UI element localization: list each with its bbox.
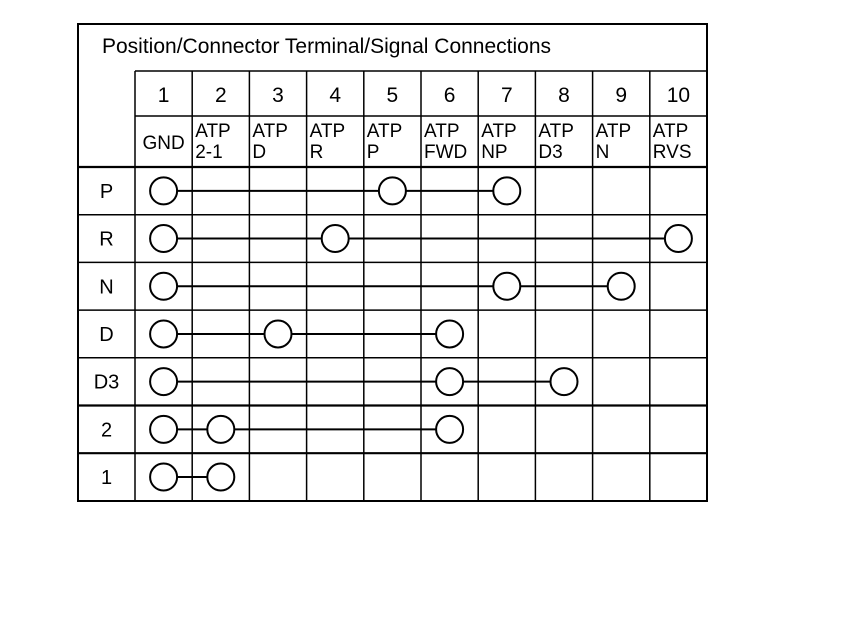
terminal-number: 2 <box>215 84 227 107</box>
position-label: R <box>99 229 113 251</box>
connection-dot <box>149 319 179 349</box>
terminal-number: 5 <box>387 84 399 107</box>
connection-dot <box>606 271 636 301</box>
connection-dot <box>435 414 465 444</box>
signal-name-row: GNDATP2-1ATPDATPRATPPATPFWDATPNPATPD3ATP… <box>142 121 691 163</box>
position-label: 1 <box>101 467 112 489</box>
connection-row <box>149 462 236 492</box>
signal-name: D <box>252 142 266 163</box>
connection-dot <box>149 367 179 397</box>
connection-dot <box>549 367 579 397</box>
connection-dot <box>663 224 693 254</box>
connection-row <box>149 414 465 444</box>
connection-dot <box>149 414 179 444</box>
position-label-column: P R N D D3 2 1 <box>94 181 120 489</box>
signal-name: ATP <box>538 121 574 142</box>
connection-dot <box>149 462 179 492</box>
terminal-number: 8 <box>558 84 570 107</box>
connection-row <box>149 319 465 349</box>
connection-dot <box>492 176 522 206</box>
signal-name: ATP <box>653 121 689 142</box>
signal-name: GND <box>142 133 184 154</box>
terminal-number: 6 <box>444 84 456 107</box>
terminal-number: 4 <box>329 84 341 107</box>
terminal-number-row: 1 2 3 4 5 6 7 8 9 10 <box>158 84 690 107</box>
connection-row <box>149 224 693 254</box>
terminal-number: 1 <box>158 84 170 107</box>
signal-name: RVS <box>653 142 692 163</box>
signal-name: ATP <box>252 121 288 142</box>
connection-dot <box>263 319 293 349</box>
signal-name: ATP <box>195 121 231 142</box>
connection-dot <box>377 176 407 206</box>
signal-name: ATP <box>481 121 517 142</box>
signal-name: ATP <box>424 121 460 142</box>
signal-name: ATP <box>310 121 346 142</box>
position-label: D3 <box>94 372 120 394</box>
terminal-number: 10 <box>667 84 690 107</box>
signal-name: D3 <box>538 142 562 163</box>
terminal-number: 3 <box>272 84 284 107</box>
connection-row <box>149 176 522 206</box>
position-label: D <box>99 324 113 346</box>
connection-dot <box>492 271 522 301</box>
terminal-number: 9 <box>615 84 627 107</box>
position-label: P <box>100 181 113 203</box>
signal-name: NP <box>481 142 507 163</box>
terminal-number: 7 <box>501 84 513 107</box>
signal-name: 2-1 <box>195 142 222 163</box>
signal-name: N <box>596 142 610 163</box>
connection-dot <box>435 367 465 397</box>
connection-dot <box>435 319 465 349</box>
connection-dot <box>320 224 350 254</box>
connection-dot <box>206 462 236 492</box>
signal-name: P <box>367 142 380 163</box>
connection-row <box>149 367 579 397</box>
table-title: Position/Connector Terminal/Signal Conne… <box>102 35 551 58</box>
connection-dot <box>149 224 179 254</box>
position-label: N <box>99 276 113 298</box>
signal-name: FWD <box>424 142 467 163</box>
signal-name: ATP <box>367 121 403 142</box>
signal-name: R <box>310 142 324 163</box>
connection-dot <box>149 176 179 206</box>
signal-name: ATP <box>596 121 632 142</box>
connection-dot <box>206 414 236 444</box>
connection-row <box>149 271 636 301</box>
connection-rows <box>149 176 693 492</box>
connection-dot <box>149 271 179 301</box>
position-label: 2 <box>101 419 112 441</box>
